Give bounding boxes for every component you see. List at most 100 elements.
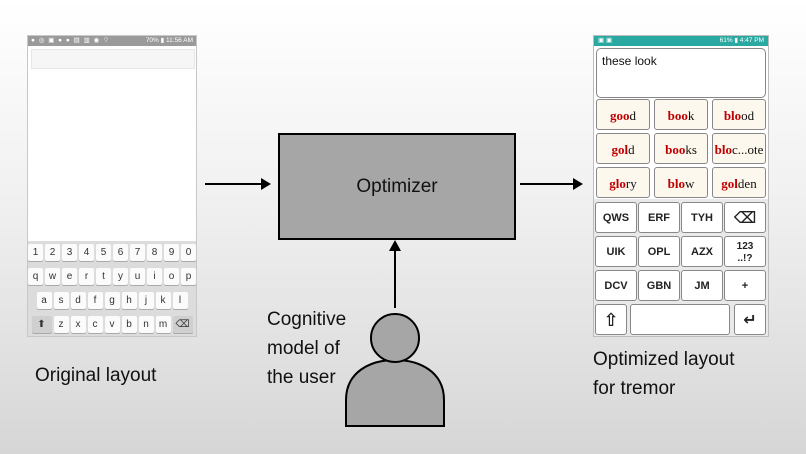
suggestion-glory[interactable]: glory: [596, 167, 650, 198]
key-k[interactable]: k: [155, 292, 171, 309]
key-opl[interactable]: OPL: [638, 236, 680, 267]
key-1[interactable]: 1: [28, 244, 43, 261]
key-3[interactable]: 3: [62, 244, 77, 261]
user-model-arrow: [394, 250, 396, 308]
key-8[interactable]: 8: [147, 244, 162, 261]
suggestion-suffix: den: [737, 176, 757, 191]
key-a[interactable]: a: [36, 292, 52, 309]
suggestion-book[interactable]: book: [654, 99, 708, 130]
key-y[interactable]: y: [113, 268, 128, 285]
key-e[interactable]: e: [62, 268, 77, 285]
key-l[interactable]: l: [172, 292, 188, 309]
key-+[interactable]: +: [724, 270, 766, 301]
space-key[interactable]: [630, 304, 730, 335]
suggestion-prefix: boo: [667, 108, 688, 123]
output-arrow-head: [573, 178, 583, 190]
key-t[interactable]: t: [96, 268, 111, 285]
original-layout-caption: Original layout: [35, 365, 157, 386]
key-c[interactable]: c: [87, 316, 103, 333]
key-v[interactable]: v: [104, 316, 120, 333]
key-7[interactable]: 7: [130, 244, 145, 261]
shift-key[interactable]: ⬆: [31, 316, 52, 333]
key-b[interactable]: b: [121, 316, 137, 333]
key-gbn[interactable]: GBN: [638, 270, 680, 301]
suggestion-suffix: ks: [685, 142, 697, 157]
key-5[interactable]: 5: [96, 244, 111, 261]
suggestion-good[interactable]: good: [596, 99, 650, 130]
input-arrow: [205, 183, 263, 185]
suggestion-suffix: w: [684, 176, 695, 191]
suggestion-suffix: od: [741, 108, 755, 123]
enter-key[interactable]: ↵: [734, 304, 766, 335]
key-h[interactable]: h: [121, 292, 137, 309]
person-icon: [345, 313, 445, 427]
key-dcv[interactable]: DCV: [595, 270, 637, 301]
shift-key[interactable]: ⇧: [595, 304, 627, 335]
key-6[interactable]: 6: [113, 244, 128, 261]
suggestion-suffix: d: [628, 142, 635, 157]
suggestion-prefix: blo: [714, 142, 732, 157]
key-azx[interactable]: AZX: [681, 236, 723, 267]
key-tyh[interactable]: TYH: [681, 202, 723, 233]
suggestion-prefix: boo: [665, 142, 686, 157]
key-4[interactable]: 4: [79, 244, 94, 261]
optimizer-label: Optimizer: [356, 175, 438, 197]
suggestion-gold[interactable]: gold: [596, 133, 650, 164]
suggestion-prefix: blo: [723, 108, 742, 123]
key-j[interactable]: j: [138, 292, 154, 309]
delete-key[interactable]: ⌫: [172, 316, 193, 333]
suggestion-prefix: blo: [667, 176, 685, 191]
key-m[interactable]: m: [155, 316, 171, 333]
key-d[interactable]: d: [70, 292, 86, 309]
key-erf[interactable]: ERF: [638, 202, 680, 233]
key-x[interactable]: x: [70, 316, 86, 333]
user-model-arrow-head: [389, 240, 401, 251]
suggestion-bloc...ote[interactable]: bloc...ote: [712, 133, 766, 164]
status-icons: ● ◎ ▣ ● ● ▤ ▥ ◉ ⌔: [31, 37, 111, 44]
status-time: 61% ▮ 4:47 PM: [719, 37, 764, 44]
key-f[interactable]: f: [87, 292, 103, 309]
suggestion-blow[interactable]: blow: [654, 167, 708, 198]
key-jm[interactable]: JM: [681, 270, 723, 301]
key-n[interactable]: n: [138, 316, 154, 333]
optimizer-box: Optimizer: [278, 133, 516, 240]
key-2[interactable]: 2: [45, 244, 60, 261]
key-w[interactable]: w: [45, 268, 60, 285]
suggestion-books[interactable]: books: [654, 133, 708, 164]
suggestion-prefix: glo: [609, 176, 626, 191]
input-text: these look: [602, 54, 657, 68]
cognitive-line-1: Cognitive: [267, 309, 347, 330]
input-arrow-head: [261, 178, 271, 190]
key-g[interactable]: g: [104, 292, 120, 309]
status-icons: ▣ ▣: [598, 37, 613, 44]
cognitive-line-3: the user: [267, 367, 336, 388]
key-qws[interactable]: QWS: [595, 202, 637, 233]
backspace-key[interactable]: ⌫: [724, 202, 766, 233]
key-u[interactable]: u: [130, 268, 145, 285]
suggestion-suffix: d: [629, 108, 637, 123]
suggestion-blood[interactable]: blood: [712, 99, 766, 130]
key-9[interactable]: 9: [164, 244, 179, 261]
suggestion-suffix: k: [687, 108, 695, 123]
key-o[interactable]: o: [164, 268, 179, 285]
key-i[interactable]: i: [147, 268, 162, 285]
key-s[interactable]: s: [53, 292, 69, 309]
key-0[interactable]: 0: [181, 244, 196, 261]
text-field[interactable]: [31, 49, 195, 69]
key-p[interactable]: p: [181, 268, 196, 285]
key-r[interactable]: r: [79, 268, 94, 285]
key-z[interactable]: z: [53, 316, 69, 333]
key-q[interactable]: q: [28, 268, 43, 285]
suggestion-prefix: gol: [611, 142, 629, 157]
text-input[interactable]: these look: [596, 48, 766, 98]
key-uik[interactable]: UIK: [595, 236, 637, 267]
symbols-key[interactable]: 123 ..!?: [724, 236, 766, 267]
status-bar: ● ◎ ▣ ● ● ▤ ▥ ◉ ⌔ 70% ▮ 11:56 AM: [28, 36, 196, 46]
suggestion-golden[interactable]: golden: [712, 167, 766, 198]
